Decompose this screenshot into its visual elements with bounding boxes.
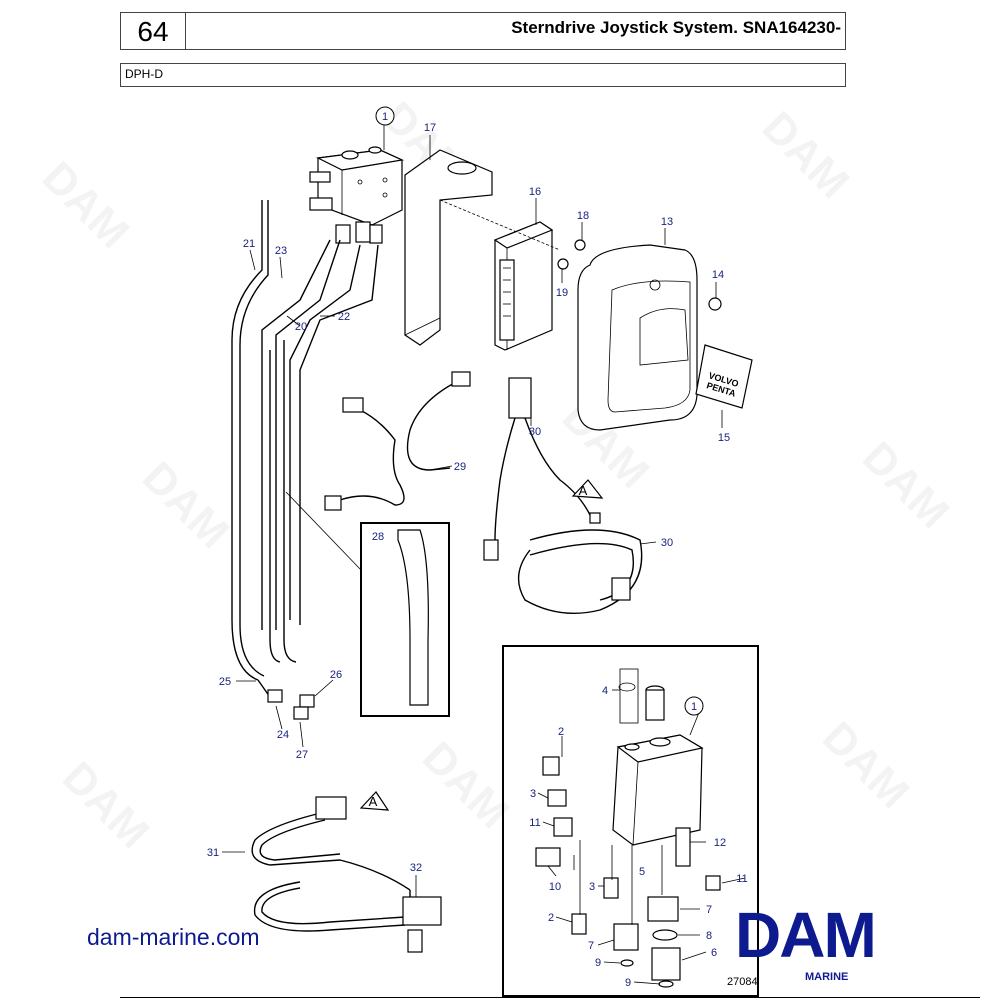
screws [557,239,722,311]
svg-text:DAM: DAM [813,712,919,818]
detail-callout-8: 8 [706,930,712,942]
callout-31: 31 [207,847,219,859]
callout-27: 27 [296,749,308,761]
drawing-number: 27084 [727,976,758,988]
harness-30: A [483,377,643,615]
detail-callout-3-center: 3 [589,881,595,893]
callout-20: 20 [295,321,307,333]
detail-callout-4: 4 [602,685,608,697]
hoses [231,200,379,720]
bottom-rule [120,997,980,998]
detail-callout-10: 10 [549,881,561,893]
svg-text:DAM: DAM [53,752,159,858]
callout-32: 32 [410,862,422,874]
svg-text:DAM: DAM [33,152,139,258]
decal: VOLVO PENTA [695,344,753,409]
callout-1: 1 [382,111,388,123]
detail-callout-11-left: 11 [529,817,540,829]
callout-29: 29 [454,461,466,473]
callout-14: 14 [712,269,724,281]
callout-22: 22 [338,311,350,323]
detail-callout-5: 5 [639,866,645,878]
svg-text:DAM: DAM [133,452,239,558]
svg-text:DAM: DAM [753,102,859,208]
leader-lines [222,124,746,985]
detail-callout-12: 12 [714,837,726,849]
watermark: DAM DAM DAM DAM DAM DAM DAM DAM DAM [33,92,959,858]
valve-block [309,146,405,244]
detail-callout-2-top: 2 [558,726,564,738]
page-number: 64 [137,16,169,47]
brand-logo: DAM MARINE [735,903,927,983]
harness-29 [324,371,471,511]
detail-callout-2-bottom: 2 [548,912,554,924]
control-unit [439,199,561,351]
logo-subtext: MARINE [805,971,849,983]
detail-callout-3-left: 3 [530,788,536,800]
callout-21: 21 [243,238,255,250]
title-box: Sterndrive Joystick System. SNA164230- [185,12,846,50]
hose-protector-detail [285,491,450,717]
model-code: DPH-D [125,67,163,81]
page-number-box: 64 [120,12,186,50]
detail-callout-6: 6 [711,947,717,959]
detail-callout-7-right: 7 [706,904,712,916]
harness-31-32: A [251,791,442,953]
mounting-bracket [404,149,493,346]
callout-30-top: 30 [529,426,541,438]
page-title: Sterndrive Joystick System. SNA164230- [511,18,841,37]
detail-callout-1: 1 [691,701,697,713]
callout-13: 13 [661,216,673,228]
svg-text:DAM: DAM [853,432,959,538]
callout-28: 28 [372,531,384,543]
callout-30-bottom: 30 [661,537,673,549]
valve-block-detail [502,645,759,997]
callout-24: 24 [277,729,289,741]
svg-text:A: A [369,794,378,809]
svg-text:A: A [579,483,588,498]
callout-25: 25 [219,676,231,688]
detail-callout-9-bottom: 9 [625,977,631,989]
website-link[interactable]: dam-marine.com [87,924,260,950]
callout-16: 16 [529,186,541,198]
callout-19: 19 [556,287,568,299]
callout-labels: 1 17 16 18 19 13 14 15 21 23 20 22 25 24… [207,106,748,989]
logo-text: DAM [735,899,877,971]
cover [577,244,698,431]
callout-26: 26 [330,669,342,681]
detail-callout-7-left: 7 [588,940,594,952]
model-box: DPH-D [120,63,846,87]
callout-15: 15 [718,432,730,444]
callout-18: 18 [577,210,589,222]
callout-23: 23 [275,245,287,257]
detail-callout-11-right: 11 [736,873,747,885]
detail-callout-9-left: 9 [595,957,601,969]
callout-17: 17 [424,122,436,134]
